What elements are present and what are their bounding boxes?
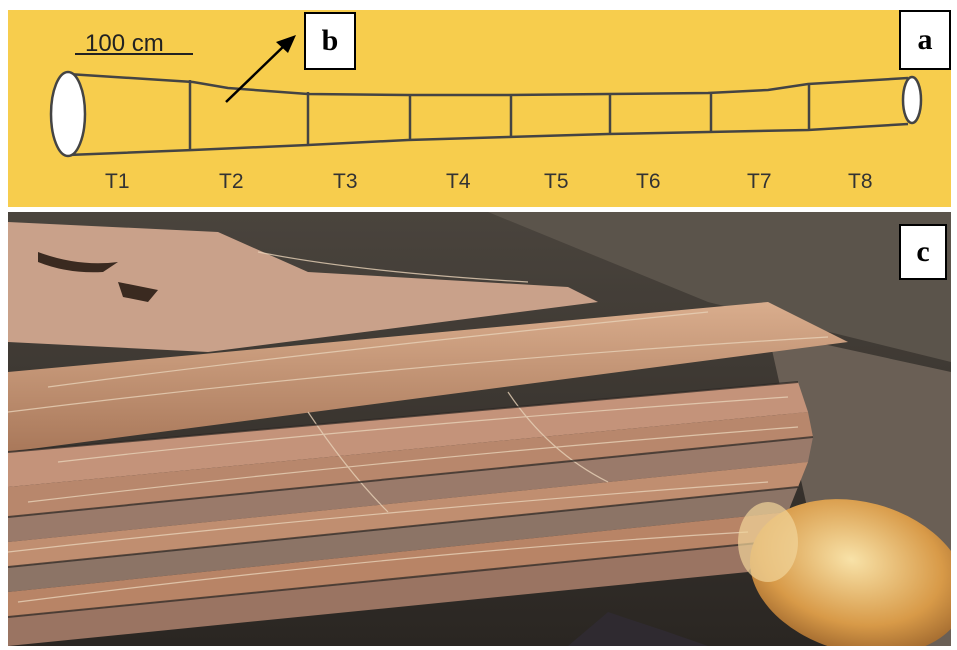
segment-label-t2: T2 [219, 170, 244, 194]
scale-label: 100 cm [85, 30, 164, 58]
fiber-photo-panel: c [8, 212, 951, 646]
fiber-strips-photo [8, 212, 951, 646]
segment-label-t4: T4 [446, 170, 471, 194]
segment-label-t1: T1 [105, 170, 130, 194]
segment-label-t5: T5 [544, 170, 569, 194]
segment-label-t7: T7 [747, 170, 772, 194]
trunk-base-end [51, 72, 85, 156]
trunk-top-end [903, 77, 921, 123]
pointer-arrow [226, 44, 286, 102]
trunk-top-outline [68, 74, 908, 95]
label-b: b [304, 12, 356, 70]
trunk-diagram-panel: 100 cm b a T1 T2 T3 T4 T5 T6 T7 T8 [8, 10, 951, 207]
label-c: c [899, 224, 947, 280]
segment-label-t3: T3 [333, 170, 358, 194]
segment-label-t6: T6 [636, 170, 661, 194]
segment-label-t8: T8 [848, 170, 873, 194]
label-a: a [899, 10, 951, 70]
trunk-bottom-outline [68, 124, 908, 155]
